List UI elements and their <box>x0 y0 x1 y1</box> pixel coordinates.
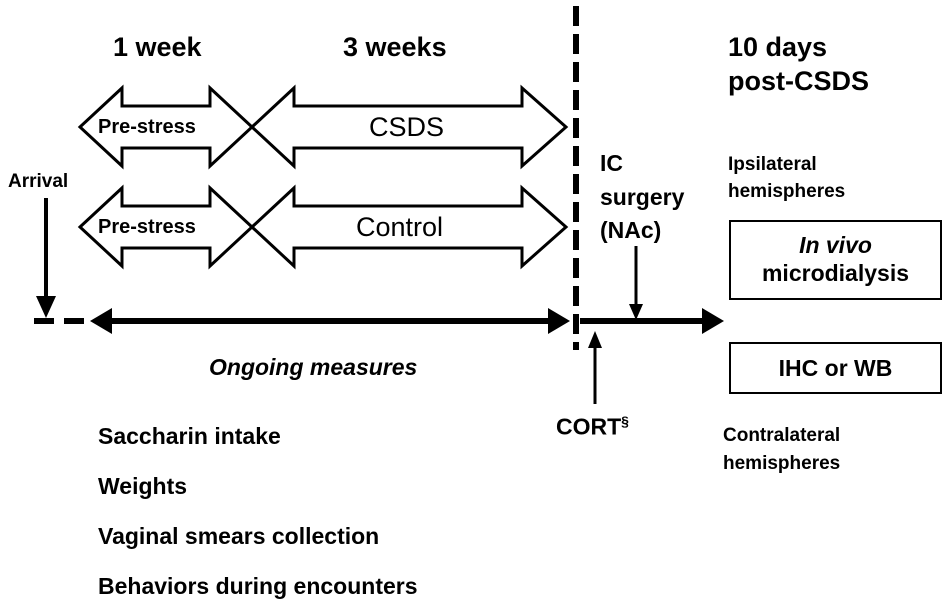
ongoing-arrow-head-right <box>548 308 570 334</box>
period-2-label: 3 weeks <box>343 32 447 62</box>
arrival-arrow-head <box>36 296 56 318</box>
ongoing-measures-title: Ongoing measures <box>209 354 418 380</box>
ic-surgery-label-line2: surgery <box>600 184 685 210</box>
cort-text: CORT <box>556 413 622 440</box>
ic-surgery-label-line3: (NAc) <box>600 217 662 243</box>
csds-arrow <box>249 84 569 170</box>
measure-item-weights: Weights <box>98 473 188 499</box>
ic-surgery-arrow-head <box>629 304 643 320</box>
period-3-label-line2: post-CSDS <box>728 66 869 96</box>
cort-arrow-head <box>588 331 602 348</box>
ipsilateral-label-line1: Ipsilateral <box>728 154 817 175</box>
microdialysis-label-line1: In vivo <box>799 232 872 259</box>
ongoing-arrow-head-left <box>90 308 112 334</box>
measure-item-behaviors: Behaviors during encounters <box>98 573 418 599</box>
microdialysis-box: In vivo microdialysis <box>729 220 942 300</box>
measure-item-saccharin: Saccharin intake <box>98 423 281 449</box>
csds-label: CSDS <box>369 112 445 142</box>
cort-footnote-mark: § <box>621 413 629 429</box>
control-arrow <box>249 184 569 270</box>
microdialysis-label-line2: microdialysis <box>761 260 910 286</box>
ipsilateral-label-line2: hemispheres <box>728 181 846 202</box>
contralateral-label-line1: Contralateral <box>723 425 841 446</box>
contralateral-label-line2: hemispheres <box>723 453 841 474</box>
post-csds-arrow-head <box>702 308 724 334</box>
measure-item-vaginal-smears: Vaginal smears collection <box>98 523 380 549</box>
control-label: Control <box>356 212 444 242</box>
pre-stress-top-label: Pre-stress <box>98 116 196 138</box>
ihc-wb-box: IHC or WB <box>729 342 942 394</box>
period-1-label: 1 week <box>113 32 202 62</box>
ihc-wb-label: IHC or WB <box>778 354 893 381</box>
ic-surgery-label-line1: IC <box>600 150 623 176</box>
period-3-label-line1: 10 days <box>728 32 828 62</box>
cort-label: CORT§ <box>556 414 629 439</box>
arrival-label: Arrival <box>8 171 69 192</box>
pre-stress-bottom-label: Pre-stress <box>98 216 196 238</box>
